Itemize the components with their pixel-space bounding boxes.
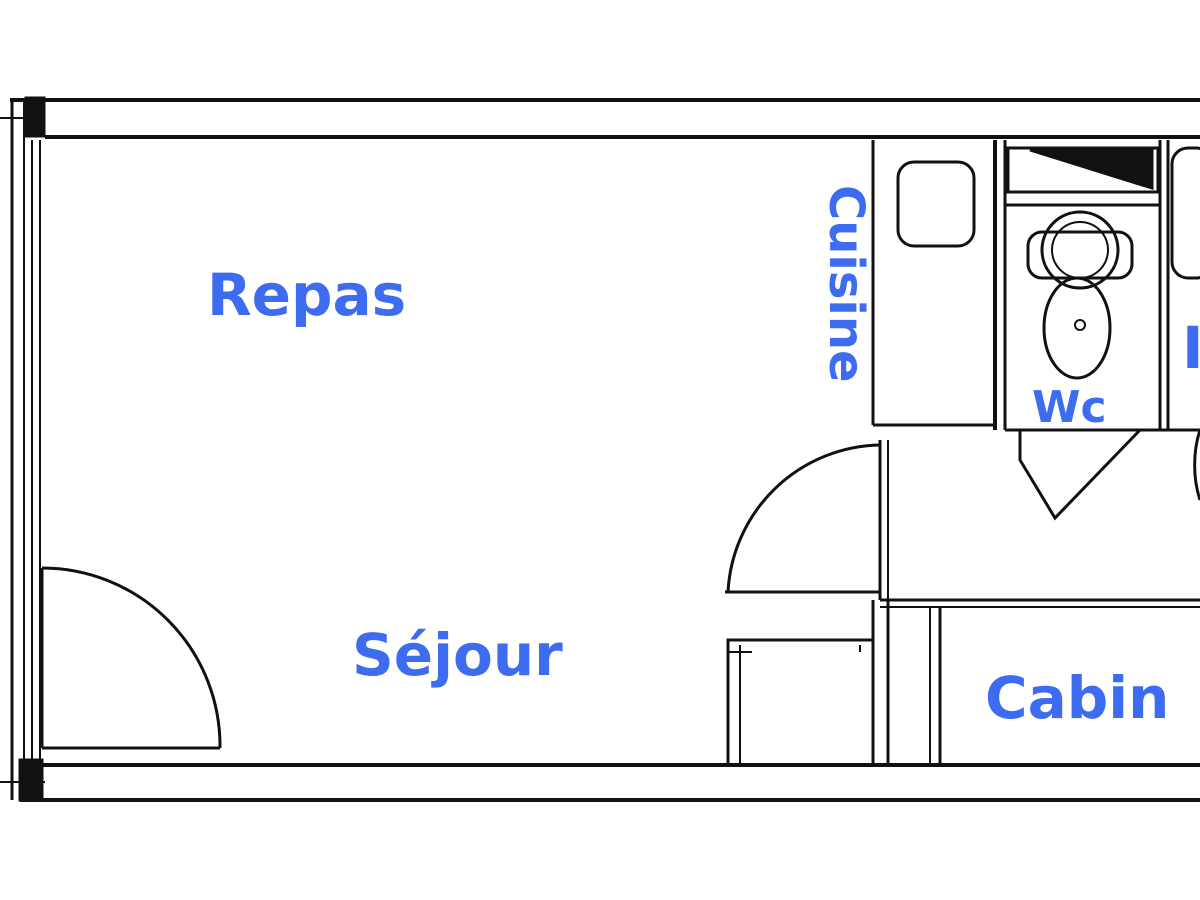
door-swing-left [40,566,222,750]
bath-fixture-partial [1170,146,1200,501]
door-swing-hall [725,440,889,600]
label-wc: Wc [1032,382,1107,433]
label-cabine: Cabin [985,664,1169,732]
label-cuisine: Cuisine [818,185,874,383]
left-window-wall [0,96,46,802]
label-sejour: Séjour [352,621,563,689]
cabin-walls [726,598,1200,767]
kitchen-block [871,140,1007,430]
label-repas: Repas [207,261,406,329]
wc-block [1005,140,1200,521]
label-bath-partial: I [1182,314,1200,382]
